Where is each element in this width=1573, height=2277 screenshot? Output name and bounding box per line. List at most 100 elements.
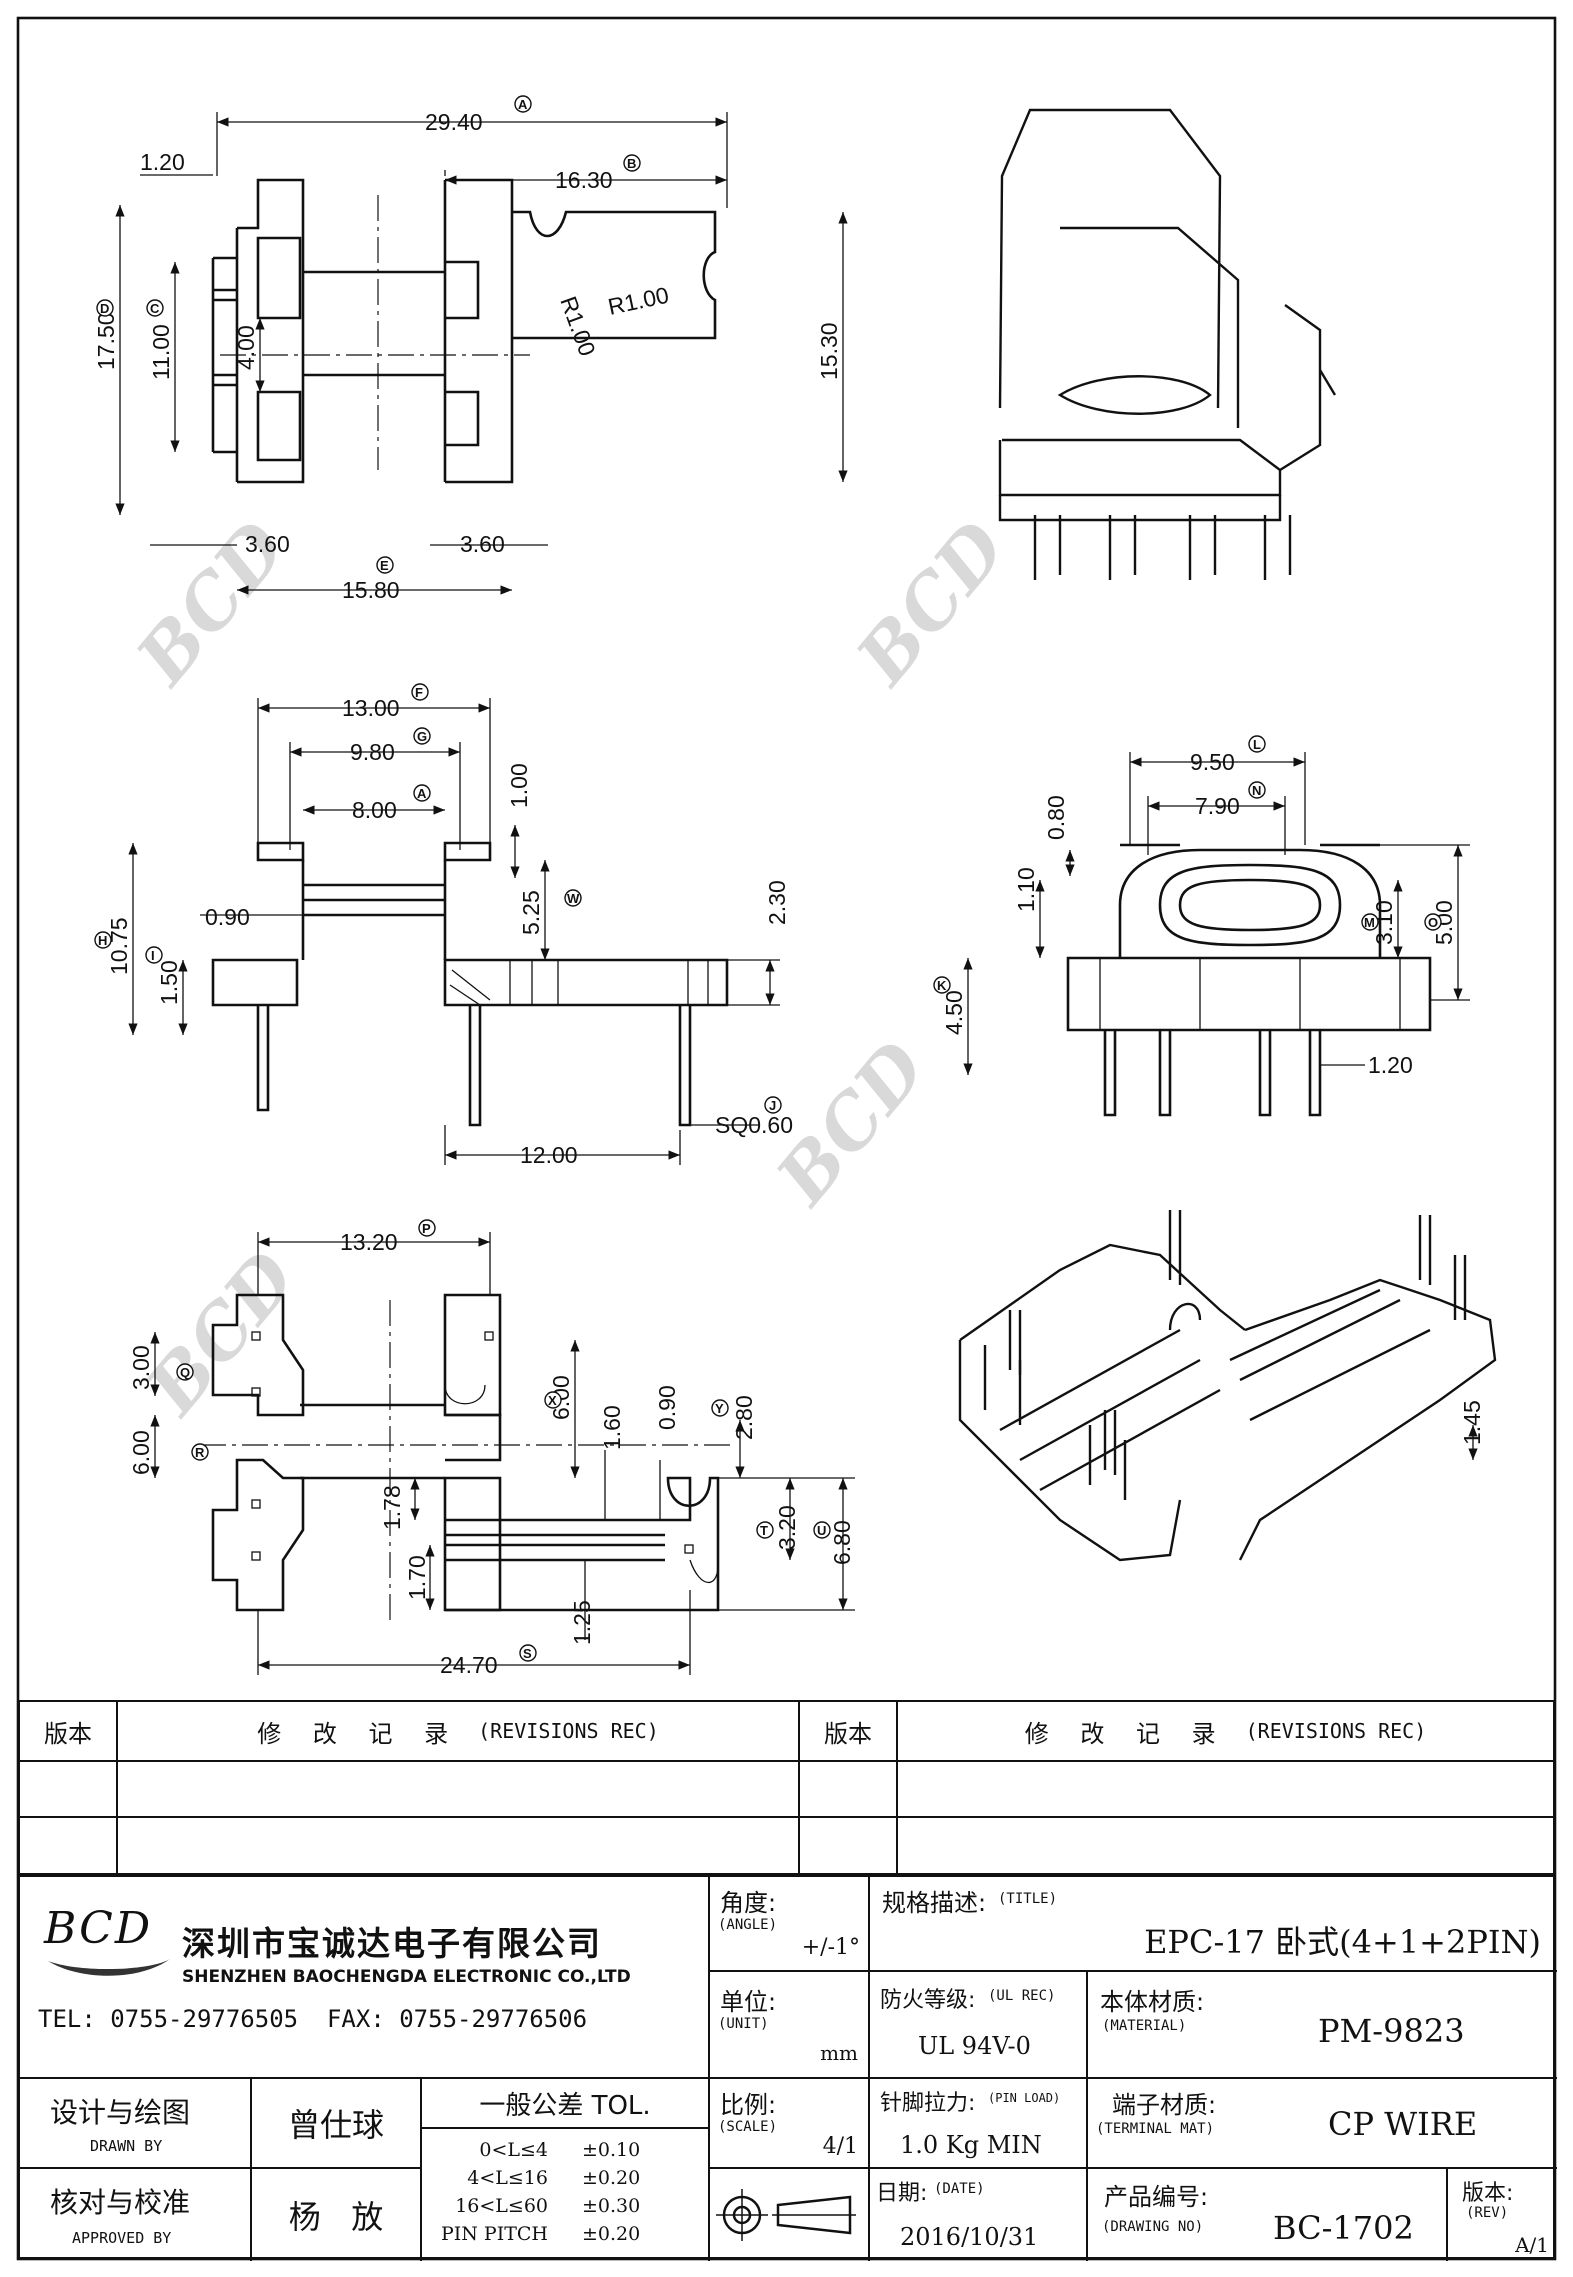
svg-text:1.20: 1.20 bbox=[140, 149, 185, 175]
drawn-by-name-cell: 曾仕球 bbox=[252, 2079, 422, 2169]
svg-text:3.60: 3.60 bbox=[460, 531, 505, 557]
unit-cell: 单位: (UNIT) mm bbox=[710, 1972, 870, 2079]
svg-text:F: F bbox=[415, 685, 423, 700]
isometric-view-bottom bbox=[958, 1210, 1497, 1562]
svg-text:T: T bbox=[760, 1523, 768, 1538]
svg-text:1.25: 1.25 bbox=[569, 1600, 595, 1645]
sheet-border bbox=[16, 16, 1557, 2261]
title-block: BCD 深圳市宝诚达电子有限公司 SHENZHEN BAOCHENGDA ELE… bbox=[18, 1875, 1557, 2261]
tolerance-table-cell: 0<L≤4±0.10 4<L≤16±0.20 16<L≤60±0.30 PIN … bbox=[422, 2129, 710, 2261]
svg-text:16.30: 16.30 bbox=[555, 167, 613, 193]
svg-text:3.60: 3.60 bbox=[245, 531, 290, 557]
company-name-cn: 深圳市宝诚达电子有限公司 bbox=[182, 1924, 602, 1963]
svg-text:A: A bbox=[417, 786, 427, 801]
svg-text:9.80: 9.80 bbox=[350, 739, 395, 765]
company-logo: BCD bbox=[40, 1899, 175, 1979]
svg-text:I: I bbox=[151, 948, 155, 963]
pin-load-cell: 针脚拉力: (PIN LOAD) 1.0 Kg MIN bbox=[870, 2079, 1088, 2169]
rev-title-header-2: 修 改 记 录(REVISIONS REC) bbox=[898, 1702, 1553, 1762]
svg-text:12.00: 12.00 bbox=[520, 1142, 578, 1168]
svg-text:P: P bbox=[422, 1221, 431, 1236]
rev-version-header-2: 版本 bbox=[800, 1702, 898, 1762]
bottom-view: 13.20 3.00 6.00 6.00 1.60 0.90 2.80 1.78… bbox=[128, 1219, 855, 1678]
svg-text:17.50: 17.50 bbox=[93, 312, 119, 370]
svg-text:N: N bbox=[1252, 783, 1261, 798]
title-cell: 规格描述: (TITLE) EPC-17 卧式(4+1+2PIN) bbox=[870, 1877, 1557, 1972]
svg-text:M: M bbox=[1364, 915, 1375, 930]
drawn-by-label-cell: 设计与绘图 DRAWN BY bbox=[20, 2079, 252, 2169]
svg-text:A: A bbox=[518, 97, 528, 112]
side-view: 9.50 7.90 0.80 1.10 3.10 5.00 4.50 1.20 … bbox=[933, 735, 1470, 1117]
material-cell: 本体材质: (MATERIAL) PM-9823 bbox=[1088, 1972, 1557, 2079]
svg-text:29.40: 29.40 bbox=[425, 109, 483, 135]
svg-text:0.90: 0.90 bbox=[654, 1385, 680, 1430]
rev-row-cell bbox=[800, 1818, 898, 1873]
angle-cell: 角度: (ANGLE) +/-1° bbox=[710, 1877, 870, 1972]
svg-text:Q: Q bbox=[180, 1365, 190, 1380]
drawing-number-cell: 产品编号: (DRAWING NO) BC-1702 bbox=[1088, 2169, 1448, 2261]
svg-text:4.50: 4.50 bbox=[941, 990, 967, 1035]
svg-text:10.75: 10.75 bbox=[106, 917, 132, 975]
rev-row-cell bbox=[800, 1762, 898, 1818]
svg-text:X: X bbox=[548, 1393, 557, 1408]
svg-text:15.80: 15.80 bbox=[342, 577, 400, 603]
svg-text:E: E bbox=[380, 558, 389, 573]
svg-text:Y: Y bbox=[715, 1401, 724, 1416]
svg-text:1.00: 1.00 bbox=[506, 763, 532, 808]
svg-text:D: D bbox=[100, 301, 109, 316]
svg-text:13.00: 13.00 bbox=[342, 695, 400, 721]
revisions-table: 版本 修 改 记 录(REVISIONS REC) 版本 修 改 记 录(REV… bbox=[18, 1700, 1555, 1875]
tolerance-header-cell: 一般公差 TOL. bbox=[422, 2079, 710, 2129]
projection-symbol-icon bbox=[716, 2189, 856, 2241]
svg-text:B: B bbox=[627, 156, 636, 171]
svg-text:0.90: 0.90 bbox=[205, 904, 250, 930]
svg-text:1.70: 1.70 bbox=[404, 1555, 430, 1600]
svg-text:C: C bbox=[150, 301, 160, 316]
logo-icon bbox=[48, 1959, 170, 1976]
svg-text:4.00: 4.00 bbox=[233, 325, 259, 370]
svg-text:2.80: 2.80 bbox=[731, 1395, 757, 1440]
svg-text:W: W bbox=[567, 891, 580, 906]
projection-symbol-cell bbox=[710, 2169, 870, 2261]
svg-text:L: L bbox=[1253, 737, 1261, 752]
approved-by-label-cell: 核对与校准 APPROVED BY bbox=[20, 2169, 252, 2261]
svg-text:1.45: 1.45 bbox=[1459, 1400, 1485, 1445]
svg-text:3.00: 3.00 bbox=[128, 1345, 154, 1390]
rev-title-header-1: 修 改 记 录(REVISIONS REC) bbox=[118, 1702, 800, 1762]
svg-text:1.78: 1.78 bbox=[379, 1485, 405, 1530]
svg-text:0.80: 0.80 bbox=[1043, 795, 1069, 840]
company-name-en: SHENZHEN BAOCHENGDA ELECTRONIC CO.,LTD bbox=[182, 1967, 631, 1987]
drawing-number: BC-1702 bbox=[1273, 2209, 1414, 2247]
date-cell: 日期: (DATE) 2016/10/31 bbox=[870, 2169, 1088, 2261]
svg-text:11.00: 11.00 bbox=[148, 324, 174, 380]
svg-text:6.80: 6.80 bbox=[829, 1520, 855, 1565]
revision-cell: 版本: (REV) A/1 bbox=[1462, 2181, 1549, 2257]
svg-text:2.30: 2.30 bbox=[764, 880, 790, 925]
approved-by-name-cell: 杨 放 bbox=[252, 2169, 422, 2261]
svg-text:6.00: 6.00 bbox=[128, 1430, 154, 1475]
rev-row-cell bbox=[118, 1762, 800, 1818]
svg-text:15.30: 15.30 bbox=[816, 322, 842, 380]
svg-text:J: J bbox=[769, 1098, 776, 1113]
rev-row-cell bbox=[20, 1762, 118, 1818]
svg-text:R1.00: R1.00 bbox=[606, 282, 671, 320]
svg-text:S: S bbox=[523, 1646, 532, 1661]
rev-row-cell bbox=[118, 1818, 800, 1873]
svg-text:O: O bbox=[1428, 915, 1438, 930]
svg-text:SQ0.60: SQ0.60 bbox=[715, 1112, 793, 1138]
svg-text:8.00: 8.00 bbox=[352, 797, 397, 823]
svg-text:13.20: 13.20 bbox=[340, 1229, 398, 1255]
svg-text:5.25: 5.25 bbox=[518, 890, 544, 935]
svg-text:1.10: 1.10 bbox=[1013, 867, 1039, 912]
product-title: EPC-17 卧式(4+1+2PIN) bbox=[1144, 1923, 1541, 1961]
svg-text:1.20: 1.20 bbox=[1368, 1052, 1413, 1078]
rev-row-cell bbox=[20, 1818, 118, 1873]
svg-text:H: H bbox=[98, 933, 107, 948]
front-view: 13.00 9.80 8.00 1.00 5.25 0.90 10.75 1.5… bbox=[94, 683, 793, 1168]
terminal-material-cell: 端子材质: (TERMINAL MAT) CP WIRE bbox=[1088, 2079, 1557, 2169]
rev-row-cell bbox=[898, 1762, 1553, 1818]
isometric-view-top bbox=[998, 108, 1337, 580]
svg-text:R: R bbox=[195, 1445, 205, 1460]
